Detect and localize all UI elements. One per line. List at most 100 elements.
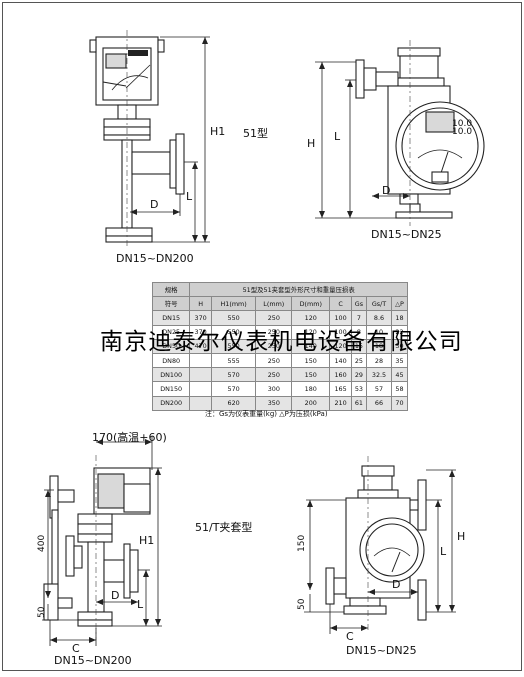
table-note: 注：Gs为仪表重量(kg) △P为压损(kPa) [205,410,328,418]
table-cell: 18 [365,338,393,354]
table-cell: 570 [210,381,257,397]
table-header-cell: H1(mm) [210,296,257,312]
table-cell: 8 [350,324,367,340]
table-cell: 30 [391,338,408,354]
table-cell: 70 [391,395,408,411]
table-cell: 10 [365,324,393,340]
dim-label-170: 170(高温+60) [92,430,167,444]
table-row-spec: DN50 [151,338,191,354]
table-cell: 620 [210,395,257,411]
table-cell: 550 [210,338,257,354]
dim-label-50: 50 [37,606,47,618]
table-cell: 160 [329,367,352,383]
table-cell: 370 [189,324,212,340]
table-cell: 300 [255,381,293,397]
table-cell: 570 [210,367,257,383]
dim-label-H-bottom: H [457,530,465,543]
table-cell: 250 [255,338,293,354]
dim-label-50-right: 50 [297,598,307,610]
table-cell: 18 [391,310,408,326]
dim-label-150: 150 [297,535,307,552]
table-cell: 7 [350,310,367,326]
dim-label-D-bottom-right: D [392,578,400,591]
table-cell: 550 [210,324,257,340]
table-cell: 120 [329,338,352,354]
table-cell: 53 [350,381,367,397]
table-row-spec: DN150 [151,381,191,397]
table-cell: 150 [291,367,331,383]
table-row-spec: DN200 [151,395,191,411]
dial-scale-top: 10.0 [452,119,472,129]
table-cell: 28 [365,352,393,369]
table-cell: 250 [255,324,293,340]
table-cell: 370 [189,310,212,326]
table-title: 51型及51夹套型外形尺寸和重量压损表 [189,281,408,298]
table-cell: 555 [210,352,257,369]
table-corner-top: 规格 [151,281,191,298]
dim-label-D-bottom: D [111,589,119,602]
table-cell: 100 [329,324,352,340]
table-cell: 210 [329,395,352,411]
table-cell [189,395,212,411]
dim-label-D-top: D [382,184,390,197]
table-cell: 250 [255,367,293,383]
table-header-cell: Gs [350,296,367,312]
top-right-size-range: DN15~DN25 [371,228,442,241]
table-cell: 250 [255,310,293,326]
table-row-spec: DN100 [151,367,191,383]
table-cell [189,381,212,397]
bottom-left-size-range: DN15~DN200 [54,654,132,667]
table-header-cell: H [189,296,212,312]
table-cell: 32.5 [365,367,393,383]
bottom-right-meter-drawing [304,456,456,634]
table-cell: 45 [391,367,408,383]
table-corner-bottom: 符号 [151,296,191,312]
dim-label-D: D [150,198,158,211]
table-cell: 550 [210,310,257,326]
model-51-label: 51型 [243,126,268,140]
table-cell: 61 [350,395,367,411]
dim-label-L: L [186,190,193,203]
table-cell: 57 [365,381,393,397]
table-cell [189,352,212,369]
table-cell: 66 [365,395,393,411]
top-left-meter-drawing [89,30,210,248]
dim-label-H1: H1 [210,125,225,138]
dim-label-C-bottom-right: C [346,630,354,643]
table-cell: 150 [291,352,331,369]
model-51t-label: 51/T夹套型 [195,520,252,534]
table-cell: 29 [350,367,367,383]
table-row-spec: DN25 [151,324,191,340]
table-row-spec: DN15 [151,310,191,326]
table-cell: 165 [329,381,352,397]
table-cell: 120 [291,324,331,340]
top-right-meter-drawing: 10.0 10.0 [315,40,485,226]
table-header-cell: C [329,296,352,312]
dim-label-L-bottom-right: L [440,545,447,558]
table-cell: 140 [291,338,331,354]
table-cell: 58 [391,381,408,397]
dim-label-H1-bottom: H1 [139,534,154,547]
table-header-cell: D(mm) [291,296,331,312]
table-header-cell: L(mm) [255,296,293,312]
table-header-cell: △P [391,296,408,312]
dim-label-400: 400 [37,535,47,552]
bottom-left-meter-drawing [42,436,162,646]
table-cell: 180 [291,381,331,397]
dim-label-L-top: L [334,130,341,143]
table-cell [189,367,212,383]
top-left-size-range: DN15~DN200 [116,252,194,265]
table-cell: 22 [391,324,408,340]
dim-label-L-bottom: L [137,598,144,611]
